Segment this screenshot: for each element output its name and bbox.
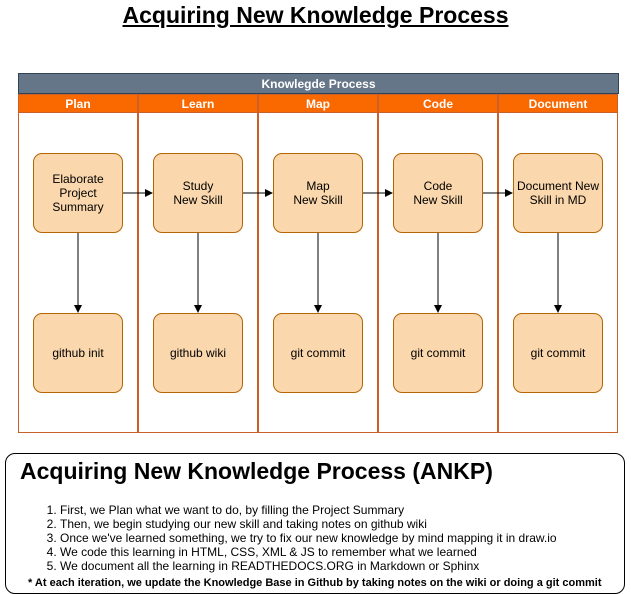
node-github-init[interactable]: github init bbox=[33, 313, 123, 393]
pool-header: Knowlegde Process bbox=[18, 73, 619, 94]
info-step-3: Once we've learned something, we try to … bbox=[60, 531, 557, 545]
page-title: Acquiring New Knowledge Process bbox=[122, 2, 509, 28]
info-steps-list: First, we Plan what we want to do, by fi… bbox=[46, 503, 557, 573]
info-title: Acquiring New Knowledge Process (ANKP) bbox=[20, 458, 493, 484]
lane-header-code: Code bbox=[378, 94, 498, 113]
lane-plan bbox=[18, 94, 138, 433]
node-git-commit-document[interactable]: git commit bbox=[513, 313, 603, 393]
node-document-new-skill[interactable]: Document New Skill in MD bbox=[513, 153, 603, 233]
lane-header-plan: Plan bbox=[18, 94, 138, 113]
node-study-new-skill[interactable]: Study New Skill bbox=[153, 153, 243, 233]
info-box bbox=[5, 453, 625, 594]
node-code-new-skill[interactable]: Code New Skill bbox=[393, 153, 483, 233]
node-git-commit-code[interactable]: git commit bbox=[393, 313, 483, 393]
info-step-1: First, we Plan what we want to do, by fi… bbox=[60, 503, 557, 517]
lane-header-map: Map bbox=[258, 94, 378, 113]
info-step-2: Then, we begin studying our new skill an… bbox=[60, 517, 557, 531]
lane-learn bbox=[138, 94, 258, 433]
info-step-4: We code this learning in HTML, CSS, XML … bbox=[60, 545, 557, 559]
lane-code bbox=[378, 94, 498, 433]
lane-header-learn: Learn bbox=[138, 94, 258, 113]
lane-document bbox=[498, 94, 618, 433]
node-github-wiki[interactable]: github wiki bbox=[153, 313, 243, 393]
lane-header-document: Document bbox=[498, 94, 618, 113]
info-step-5: We document all the learning in READTHED… bbox=[60, 559, 557, 573]
node-git-commit-map[interactable]: git commit bbox=[273, 313, 363, 393]
info-footnote: * At each iteration, we update the Knowl… bbox=[28, 577, 602, 589]
node-elaborate-project-summary[interactable]: Elaborate Project Summary bbox=[33, 153, 123, 233]
node-map-new-skill[interactable]: Map New Skill bbox=[273, 153, 363, 233]
lane-map bbox=[258, 94, 378, 433]
